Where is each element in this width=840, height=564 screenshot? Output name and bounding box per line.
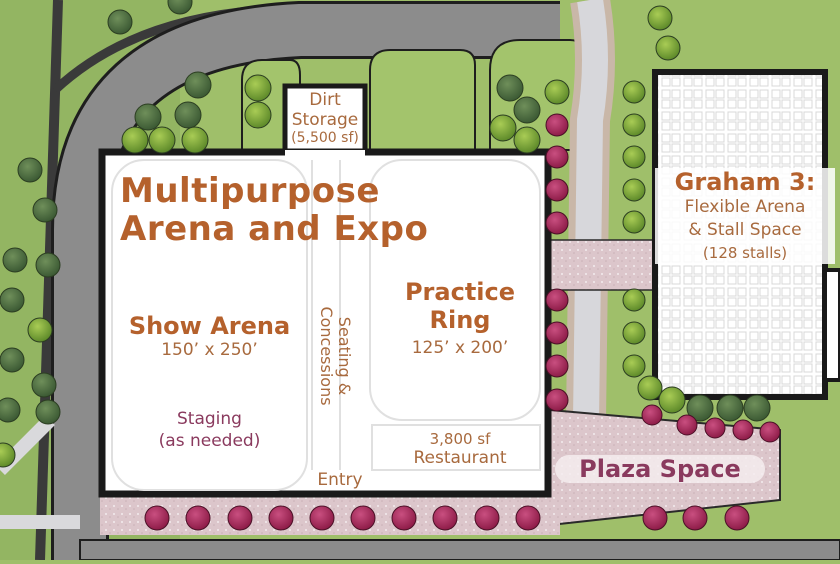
graham-3-stalls: (128 stalls) — [702, 244, 788, 262]
entry-label: Entry — [317, 470, 363, 490]
show-arena-size: 150’ x 250’ — [161, 340, 258, 360]
pedestrian-walkway — [573, 0, 608, 421]
restaurant-outline — [371, 424, 541, 471]
trees-plaza-north — [641, 386, 781, 443]
practice-ring-outline — [369, 159, 541, 421]
trees-red-column — [545, 113, 569, 412]
graham-3-label: Graham 3: Flexible Arena & Stall Space (… — [655, 168, 835, 264]
trees-green-column — [622, 80, 663, 401]
seating-line1: Seating & — [335, 316, 354, 396]
title-line2: Arena and Expo — [120, 209, 429, 249]
practice-ring-line1: Practice — [404, 278, 516, 306]
staging-label: Staging (as needed) — [112, 408, 307, 452]
dirt-storage-line2: Storage — [291, 110, 359, 130]
graham-3-line2: & Stall Space — [688, 220, 802, 240]
dirt-storage-size: (5,500 sf) — [291, 130, 359, 146]
staging-line2: (as needed) — [158, 431, 261, 451]
main-building-title: Multipurpose Arena and Expo — [120, 172, 428, 248]
trees-south-row — [144, 505, 750, 531]
restaurant-size: 3,800 sf — [429, 430, 491, 448]
adjacent-building — [823, 268, 840, 382]
practice-ring-size: 125’ x 200’ — [411, 338, 509, 358]
connector-walk — [549, 239, 661, 291]
plaza-space-label: Plaza Space — [555, 455, 765, 483]
seating-line2: Concessions — [317, 306, 336, 406]
title-line1: Multipurpose — [120, 171, 380, 211]
building-join — [285, 150, 365, 158]
practice-ring-label: Practice Ring 125’ x 200’ — [375, 278, 545, 358]
show-arena-name: Show Arena — [128, 312, 291, 340]
south-road — [79, 539, 840, 561]
trees-north — [121, 5, 681, 154]
show-arena-label: Show Arena 150’ x 250’ — [112, 312, 307, 360]
seating-concessions-label: Seating & Concessions — [317, 281, 354, 431]
footpath — [35, 0, 63, 561]
restaurant-name: Restaurant — [413, 448, 507, 468]
access-road — [54, 4, 560, 560]
practice-ring-line2: Ring — [429, 306, 491, 334]
graham-3-line1: Flexible Arena — [684, 197, 806, 217]
walkway — [0, 515, 80, 529]
graham-3-name: Graham 3: — [674, 168, 816, 196]
show-arena-outline — [111, 159, 308, 491]
restaurant-label: 3,800 sf Restaurant — [375, 430, 545, 468]
dirt-storage-label: Dirt Storage (5,500 sf) — [285, 90, 365, 147]
staging-line1: Staging — [177, 409, 242, 429]
trees-west — [0, 0, 193, 468]
multipurpose-arena-building — [98, 148, 552, 498]
landscape-island — [369, 49, 476, 151]
dirt-storage-line1: Dirt — [309, 90, 341, 110]
